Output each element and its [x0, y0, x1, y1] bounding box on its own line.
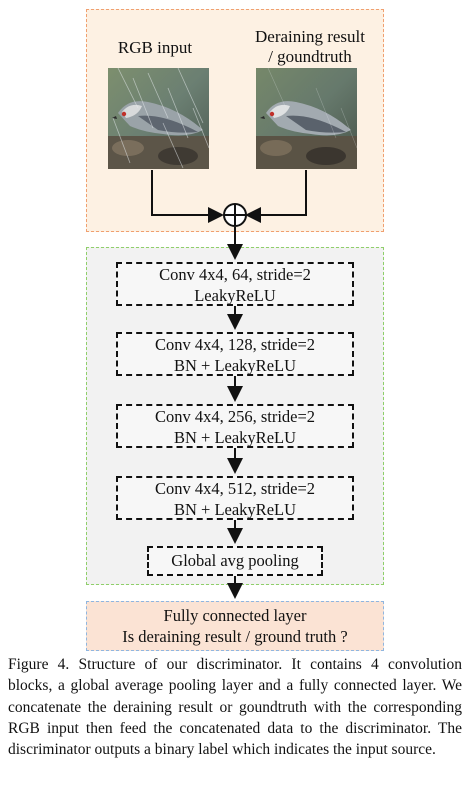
deraining-result-image: [256, 68, 357, 169]
conv-block-4-line2: BN + LeakyReLU: [173, 500, 297, 519]
global-avg-pooling-block: Global avg pooling: [147, 546, 323, 576]
figure-caption: Figure 4. Structure of our discriminator…: [8, 656, 462, 759]
conv-block-2-line2: BN + LeakyReLU: [173, 356, 297, 375]
arrow-result-to-concat: [245, 170, 307, 223]
conv-block-1-line2: LeakyReLU: [194, 286, 276, 305]
conv-block-1-line1: Conv 4x4, 64, stride=2: [159, 265, 311, 284]
conv-block-1: Conv 4x4, 64, stride=2 LeakyReLU: [116, 262, 354, 306]
conv-block-3-line2: BN + LeakyReLU: [173, 428, 297, 447]
deraining-result-label-line2: / goundtruth: [268, 47, 352, 66]
deraining-result-label-line1: Deraining result: [255, 27, 365, 46]
conv-block-2: Conv 4x4, 128, stride=2 BN + LeakyReLU: [116, 332, 354, 376]
rgb-input-label: RGB input: [117, 38, 193, 57]
fully-connected-line1: Fully connected layer: [163, 606, 307, 625]
conv-block-3: Conv 4x4, 256, stride=2 BN + LeakyReLU: [116, 404, 354, 448]
deraining-result-label: Deraining result / goundtruth: [240, 27, 380, 67]
conv-block-4: Conv 4x4, 512, stride=2 BN + LeakyReLU: [116, 476, 354, 520]
conv-block-2-line1: Conv 4x4, 128, stride=2: [154, 335, 316, 354]
fully-connected-block: Fully connected layer Is deraining resul…: [86, 601, 384, 651]
arrow-rgb-to-concat: [151, 170, 224, 223]
rgb-input-image: [108, 68, 209, 169]
conv-block-3-line1: Conv 4x4, 256, stride=2: [154, 407, 316, 426]
fully-connected-line2: Is deraining result / ground truth ?: [122, 627, 348, 646]
conv-block-4-line1: Conv 4x4, 512, stride=2: [154, 479, 316, 498]
concat-plus-icon: [223, 203, 247, 227]
